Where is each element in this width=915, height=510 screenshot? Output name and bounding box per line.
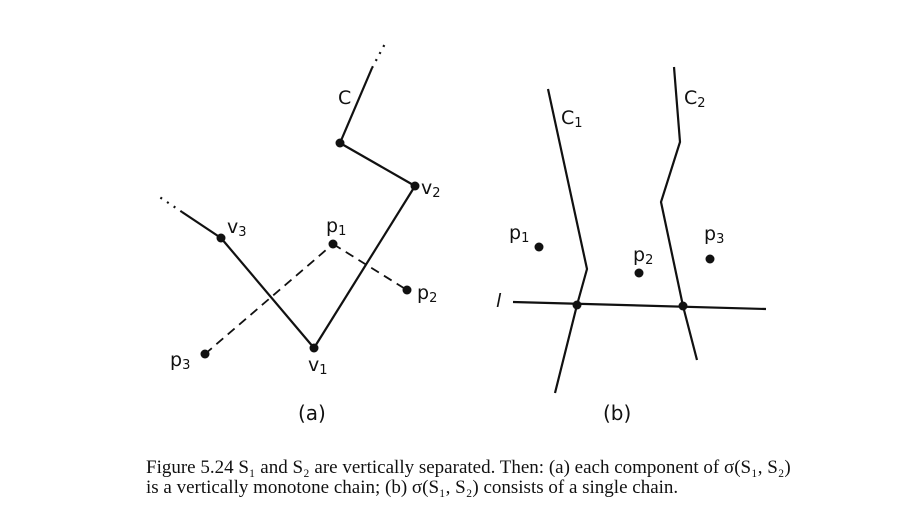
chain-c-upper-dotted bbox=[371, 39, 388, 69]
point-p1-b bbox=[534, 242, 544, 252]
point-p2-b bbox=[634, 268, 644, 278]
point-p3-b bbox=[705, 254, 715, 264]
chain-c2 bbox=[659, 66, 699, 361]
caption-line-2: is a vertically monotone chain; (b) σ(S₁… bbox=[146, 477, 679, 498]
point-c2-l-intersection bbox=[678, 301, 688, 311]
point-v1 bbox=[309, 343, 319, 353]
label-c: C bbox=[338, 87, 351, 109]
panel-a bbox=[157, 39, 416, 355]
chain-c-segment-v3-left bbox=[181, 211, 222, 239]
chain-c-segment-top bbox=[338, 67, 374, 144]
chain-c1 bbox=[546, 88, 589, 394]
line-l bbox=[512, 300, 767, 311]
dashed-p1-p2 bbox=[332, 243, 408, 291]
label-p1-a: p1 bbox=[326, 215, 346, 239]
chain-c-lower-dotted bbox=[157, 195, 183, 213]
dashed-p3-p1 bbox=[204, 243, 334, 355]
chain-c-segment-mid bbox=[339, 142, 416, 187]
panel-a-labels: C v2 v3 v1 p1 p2 p3 (a) bbox=[170, 87, 441, 425]
panel-b bbox=[512, 66, 767, 394]
caption-line-1: Figure 5.24 S₁ and S₂ are vertically sep… bbox=[146, 457, 791, 478]
label-v3: v3 bbox=[227, 216, 247, 240]
label-v1: v1 bbox=[308, 354, 328, 378]
point-c1-l-intersection bbox=[572, 300, 582, 310]
panel-b-points bbox=[534, 242, 715, 311]
label-c2: C2 bbox=[684, 87, 706, 111]
label-c1: C1 bbox=[561, 107, 583, 131]
panel-b-labels: C1 C2 l p1 p2 p3 (b) bbox=[496, 87, 724, 425]
label-p2-a: p2 bbox=[417, 282, 437, 306]
label-p3-a: p3 bbox=[170, 349, 190, 373]
panel-a-points bbox=[200, 138, 420, 359]
chain-c-segment-v2-v1 bbox=[313, 185, 416, 349]
label-p2-b: p2 bbox=[633, 244, 653, 268]
figure-caption: Figure 5.24 S₁ and S₂ are vertically sep… bbox=[146, 458, 906, 498]
point-p1-a bbox=[328, 239, 338, 249]
point-c-bend bbox=[335, 138, 345, 148]
label-p1-b: p1 bbox=[509, 222, 529, 246]
figure-diagram: C v2 v3 v1 p1 p2 p3 (a) C1 C2 l p1 p2 p3… bbox=[157, 39, 767, 425]
label-v2: v2 bbox=[421, 177, 441, 201]
point-v3 bbox=[216, 233, 226, 243]
label-p3-b: p3 bbox=[704, 223, 724, 247]
point-p3-a bbox=[200, 349, 210, 359]
point-v2 bbox=[410, 181, 420, 191]
panel-a-label: (a) bbox=[298, 401, 326, 425]
panel-b-label: (b) bbox=[603, 401, 631, 425]
point-p2-a bbox=[402, 285, 412, 295]
chain-c-segment-v1-v3 bbox=[220, 237, 315, 349]
label-l: l bbox=[496, 290, 502, 312]
